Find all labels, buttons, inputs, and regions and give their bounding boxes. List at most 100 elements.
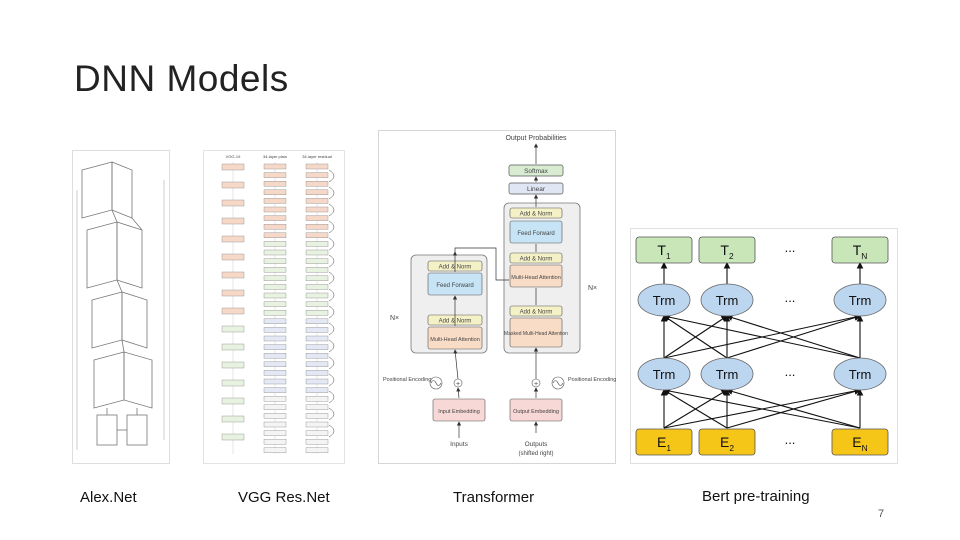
decoder-feed-forward-label: Feed Forward <box>517 231 554 237</box>
softmax-label: Softmax <box>524 168 549 175</box>
vgg-col3-header: 34-layer residual <box>302 154 332 159</box>
alexnet-figure <box>72 150 170 464</box>
vgg-layer-block <box>305 447 329 453</box>
linear-label: Linear <box>527 186 546 193</box>
output-embedding-label: Output Embedding <box>513 409 559 415</box>
vgg-layer-block <box>305 301 329 307</box>
vgg-layer-block <box>221 217 245 225</box>
bert-trm-node <box>833 283 887 317</box>
vgg-layer-block <box>305 430 329 436</box>
input-embedding-block <box>432 398 486 422</box>
vgg-layer-block <box>263 327 287 333</box>
vgg-layer-block <box>221 307 245 315</box>
vgg-layer-block <box>263 189 287 195</box>
transformer-diagram: Output Probabilities Softmax Linear Add … <box>378 130 616 464</box>
transformer-figure: Output Probabilities Softmax Linear Add … <box>378 130 616 464</box>
vgg-layer-block <box>221 235 245 243</box>
decoder-feed-forward <box>509 220 563 244</box>
vgg-layer-block <box>263 284 287 290</box>
vgg-layer-block <box>305 413 329 419</box>
vgg-col2-header: 34-layer plain <box>263 154 287 159</box>
page-title: DNN Models <box>74 58 289 99</box>
decoder-nx-label: N× <box>588 285 597 292</box>
output-embedding-block <box>509 398 563 422</box>
vgg-layer-block <box>263 241 287 247</box>
vgg-layer-block <box>221 361 245 369</box>
bert-trm-label: Trm <box>716 293 739 308</box>
vgg-layer-block <box>305 181 329 187</box>
svg-text:+: + <box>534 381 538 388</box>
encoder-mha-label: Multi-Head Attention <box>430 337 480 343</box>
caption-bert: Bert pre-training <box>702 488 810 505</box>
vgg-layer-block <box>263 232 287 239</box>
vgg-layer-block <box>221 253 245 261</box>
bert-trm-node <box>700 357 754 391</box>
vgg-layer-block <box>263 198 287 204</box>
decoder-positional-label: Positional Encoding <box>568 377 616 383</box>
vgg-layer-block <box>305 309 329 316</box>
linear-block <box>508 182 564 195</box>
caption-transformer: Transformer <box>453 489 535 506</box>
vgg-layer-block <box>221 433 245 441</box>
bert-output-token-box <box>635 236 693 264</box>
vgg-layer-block <box>305 387 329 393</box>
vgg-layer-block <box>263 163 287 170</box>
vgg-layer-block <box>263 395 287 402</box>
bert-trm-node <box>637 357 691 391</box>
vgg-layer-block <box>221 199 245 207</box>
vgg-layer-block <box>305 266 329 273</box>
vgg-layer-block <box>221 379 245 387</box>
decoder-add-norm-3 <box>509 207 563 219</box>
input-embedding-label: Input Embedding <box>438 409 480 415</box>
vgg-layer-block <box>263 249 287 256</box>
decoder-add-norm-1 <box>509 305 563 317</box>
vgg-layer-block <box>305 439 329 445</box>
softmax-block <box>508 164 564 177</box>
vgg-layer-block <box>263 292 287 299</box>
vgg-layer-block <box>263 387 287 393</box>
vgg-layer-block <box>305 421 329 428</box>
vgg-layer-block <box>305 249 329 256</box>
vgg-layer-block <box>263 421 287 428</box>
vgg-resnet-figure: VGG-19 34-layer plain 34-layer residual <box>203 150 345 464</box>
bert-trm-node <box>637 283 691 317</box>
vgg-layer-block <box>305 284 329 290</box>
bert-trm-label: Trm <box>849 367 872 382</box>
vgg-layer-block <box>221 181 245 189</box>
bert-ellipsis: ... <box>785 432 796 447</box>
vgg-layer-block <box>263 309 287 316</box>
caption-vgg-resnet: VGG Res.Net <box>238 489 330 506</box>
vgg-layer-block <box>263 404 287 411</box>
vgg-layer-block <box>263 301 287 307</box>
vgg-layer-block <box>263 206 287 213</box>
vgg-layer-block <box>263 335 287 342</box>
vgg-layer-block <box>263 344 287 350</box>
vgg-layer-block <box>263 258 287 264</box>
bert-ellipsis: ... <box>785 364 796 379</box>
bert-ellipsis: ... <box>785 290 796 305</box>
vgg-layer-block <box>305 344 329 350</box>
vgg-layer-block <box>263 378 287 385</box>
vgg-layer-block <box>221 271 245 279</box>
vgg-layer-block <box>221 343 245 351</box>
vgg-layer-block <box>305 318 329 325</box>
vgg-layer-block <box>305 404 329 411</box>
vgg-layer-block <box>305 172 329 178</box>
vgg-layer-block <box>263 172 287 178</box>
decoder-add-norm-1-label: Add & Norm <box>520 310 553 316</box>
vgg-layer-block <box>305 378 329 385</box>
bert-trm-node <box>833 357 887 391</box>
bert-output-token-box <box>698 236 756 264</box>
vgg-layer-block <box>305 395 329 402</box>
vgg-layer-block <box>221 415 245 423</box>
decoder-multi-head-attention <box>509 264 563 288</box>
vgg-resnet-diagram: VGG-19 34-layer plain 34-layer residual <box>203 150 345 464</box>
bert-trm-node <box>700 283 754 317</box>
vgg-layer-block <box>263 430 287 436</box>
vgg-layer-block <box>305 232 329 239</box>
encoder-feed-forward-label: Feed Forward <box>436 283 473 289</box>
vgg-layer-block <box>263 318 287 325</box>
bert-input-embedding-box <box>635 428 693 456</box>
vgg-layer-block <box>263 223 287 230</box>
